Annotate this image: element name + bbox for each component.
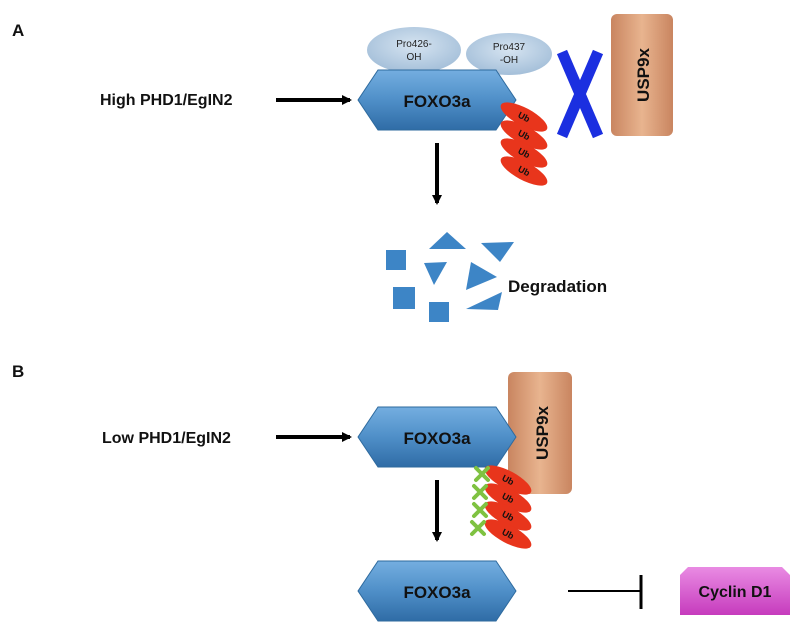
usp9x-label-b: USP9x	[533, 406, 552, 460]
ub-oval	[484, 501, 532, 531]
ub-oval	[500, 138, 548, 168]
usp9x-box-b	[508, 372, 572, 494]
ub-oval	[484, 519, 532, 549]
panel-b: B Low PHD1/EgIN2 USP9x FOXO3a Ub Ub Ub	[12, 362, 790, 622]
pro437-label-line2: -OH	[500, 55, 518, 66]
fragment-square	[429, 302, 449, 322]
degradation-label: Degradation	[508, 277, 607, 296]
pro426-label-line2: OH	[407, 52, 422, 63]
usp9x-box-a	[611, 14, 673, 136]
fragment-triangle	[424, 262, 447, 285]
fragment-triangle	[481, 242, 514, 262]
foxo3a-label-stable: FOXO3a	[403, 583, 471, 602]
pro426-label-line1: Pro426-	[396, 39, 432, 50]
panel-a-label: A	[12, 21, 24, 40]
foxo3a-label-b: FOXO3a	[403, 429, 471, 448]
ub-oval	[500, 120, 548, 150]
ub-oval	[500, 102, 548, 132]
degradation-fragments	[386, 232, 514, 322]
panel-b-label: B	[12, 362, 24, 381]
pro437-label-line1: Pro437	[493, 42, 526, 53]
fragment-triangle	[429, 232, 466, 249]
ub-oval	[500, 156, 548, 186]
panel-a: A High PHD1/EgIN2 Pro426- OH Pro437 -OH …	[12, 14, 673, 322]
cyclin-d1-box	[680, 567, 790, 615]
panel-b-input-label: Low PHD1/EgIN2	[102, 430, 231, 447]
pro437-oval	[466, 33, 552, 75]
fragment-triangle	[466, 292, 502, 310]
green-cross-icon	[472, 484, 488, 500]
green-cross-icon	[470, 520, 486, 536]
foxo3a-hexagon-a	[357, 69, 517, 131]
foxo3a-label-a: FOXO3a	[403, 92, 471, 111]
deubiquitination-cross-icons	[470, 466, 490, 536]
fragment-square	[393, 287, 415, 309]
ub-oval	[484, 465, 532, 495]
foxo3a-hexagon-stable	[357, 560, 517, 622]
pro426-oval	[367, 27, 461, 73]
ub-oval	[484, 483, 532, 513]
ub-chain-b: Ub Ub Ub Ub	[470, 465, 532, 549]
fragment-square	[386, 250, 406, 270]
usp9x-label-a: USP9x	[634, 48, 653, 102]
panel-a-input-label: High PHD1/EgIN2	[100, 92, 233, 109]
cyclin-d1-label: Cyclin D1	[699, 584, 772, 601]
fragment-triangle	[466, 262, 497, 290]
green-cross-icon	[472, 502, 488, 518]
ub-chain-a: Ub Ub Ub Ub	[500, 102, 548, 186]
blocked-x-icon	[556, 49, 604, 139]
green-cross-icon	[474, 466, 490, 482]
